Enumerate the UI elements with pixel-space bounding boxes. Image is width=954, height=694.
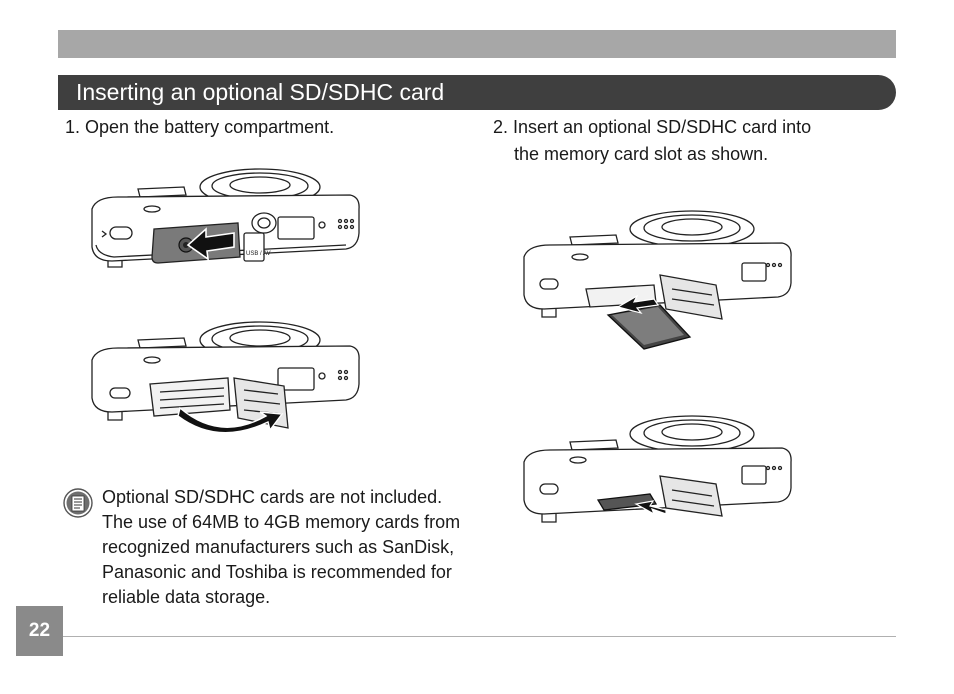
card-insert-illustration	[523, 210, 792, 350]
step-1-label: Open the battery compartment.	[85, 117, 335, 137]
note-text: Optional SD/SDHC cards are not included.…	[102, 485, 480, 610]
note-line-3: recognized manufacturers such as SanDisk…	[102, 537, 455, 557]
step-2-line-2: the memory card slot as shown.	[514, 144, 769, 164]
bottom-rule	[63, 636, 896, 637]
section-header: Inserting an optional SD/SDHC card	[58, 75, 896, 110]
note-line-2: The use of 64MB to 4GB memory cards from	[102, 512, 461, 532]
note-line-4: Panasonic and Toshiba is recommended for	[102, 562, 452, 582]
step-1-number: 1.	[65, 117, 81, 137]
step-2-text: 2. Insert an optional SD/SDHC card into …	[493, 114, 873, 168]
section-title: Inserting an optional SD/SDHC card	[76, 79, 445, 105]
camera-open-door-illustration	[91, 321, 360, 434]
note-icon	[63, 488, 93, 518]
step-2-line-1: Insert an optional SD/SDHC card into	[513, 117, 812, 137]
usb-av-label: USB / AV	[246, 251, 271, 257]
note-line-5: reliable data storage.	[102, 587, 271, 607]
camera-slide-door-illustration: USB / AV	[91, 168, 360, 268]
top-header-bar	[58, 30, 896, 58]
card-inserted-illustration	[523, 415, 792, 523]
note-line-1: Optional SD/SDHC cards are not included.	[102, 487, 443, 507]
step-2-number: 2.	[493, 117, 509, 137]
page-number: 22	[16, 606, 63, 656]
step-1-text: 1. Open the battery compartment.	[65, 114, 334, 141]
